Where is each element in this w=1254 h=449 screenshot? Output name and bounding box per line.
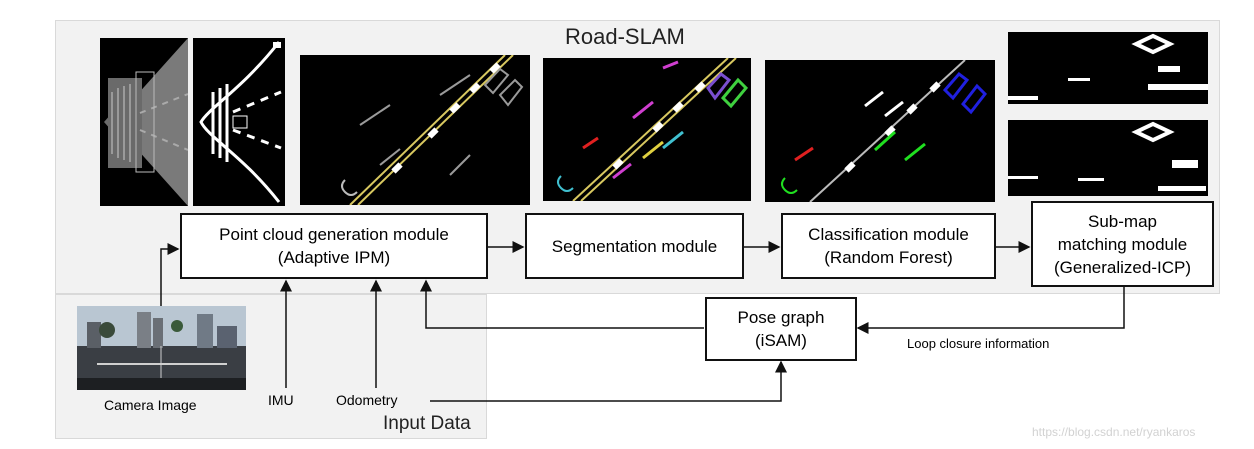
diagram-title: Road-SLAM: [565, 24, 685, 49]
point-cloud-generation-module: Point cloud generation module (Adaptive …: [180, 213, 488, 279]
odometry-label: Odometry: [336, 392, 398, 408]
camera-to-point-cloud-arrow: [160, 243, 180, 306]
submap-image-1: [1008, 32, 1208, 104]
segmentation-module: Segmentation module: [525, 213, 744, 279]
classification-image: [765, 60, 995, 202]
odometry-to-pose-graph-arrow: [430, 360, 787, 402]
submap-matching-module: Sub-map matching module (Generalized-ICP…: [1031, 201, 1214, 287]
segmentation-module-line1: Segmentation module: [551, 236, 718, 256]
imu-label: IMU: [268, 392, 294, 408]
submap-to-pose-graph-arrow: [856, 287, 1125, 334]
pose-graph-line1: Pose graph: [737, 308, 825, 327]
submap-module-line3: (Generalized-ICP): [1054, 257, 1191, 277]
pose-graph-line2: (iSAM): [755, 331, 807, 350]
point-cloud-module-line2: (Adaptive IPM): [277, 248, 391, 267]
ipm-image: [100, 38, 188, 206]
pose-graph-to-point-cloud-arrow: [420, 279, 704, 329]
pose-graph-module: Pose graph (iSAM): [705, 297, 857, 361]
point-cloud-image: [300, 55, 530, 205]
submap-module-line2: matching module: [1057, 234, 1188, 254]
camera-image: [77, 306, 246, 390]
submap-module-line1: Sub-map: [1088, 211, 1157, 231]
classification-module-line1: Classification module: [808, 225, 969, 244]
classification-module: Classification module (Random Forest): [781, 213, 996, 279]
loop-closure-label: Loop closure information: [907, 336, 1050, 351]
point-cloud-module-line1: Point cloud generation module: [219, 225, 449, 244]
ipm-binary-image: [193, 38, 285, 206]
classification-module-line2: (Random Forest): [824, 248, 953, 267]
submap-image-2: [1008, 120, 1208, 196]
watermark: https://blog.csdn.net/ryankaros: [1032, 425, 1196, 439]
segmentation-image: [543, 58, 751, 201]
input-data-title: Input Data: [383, 413, 471, 434]
camera-image-label: Camera Image: [104, 397, 197, 413]
